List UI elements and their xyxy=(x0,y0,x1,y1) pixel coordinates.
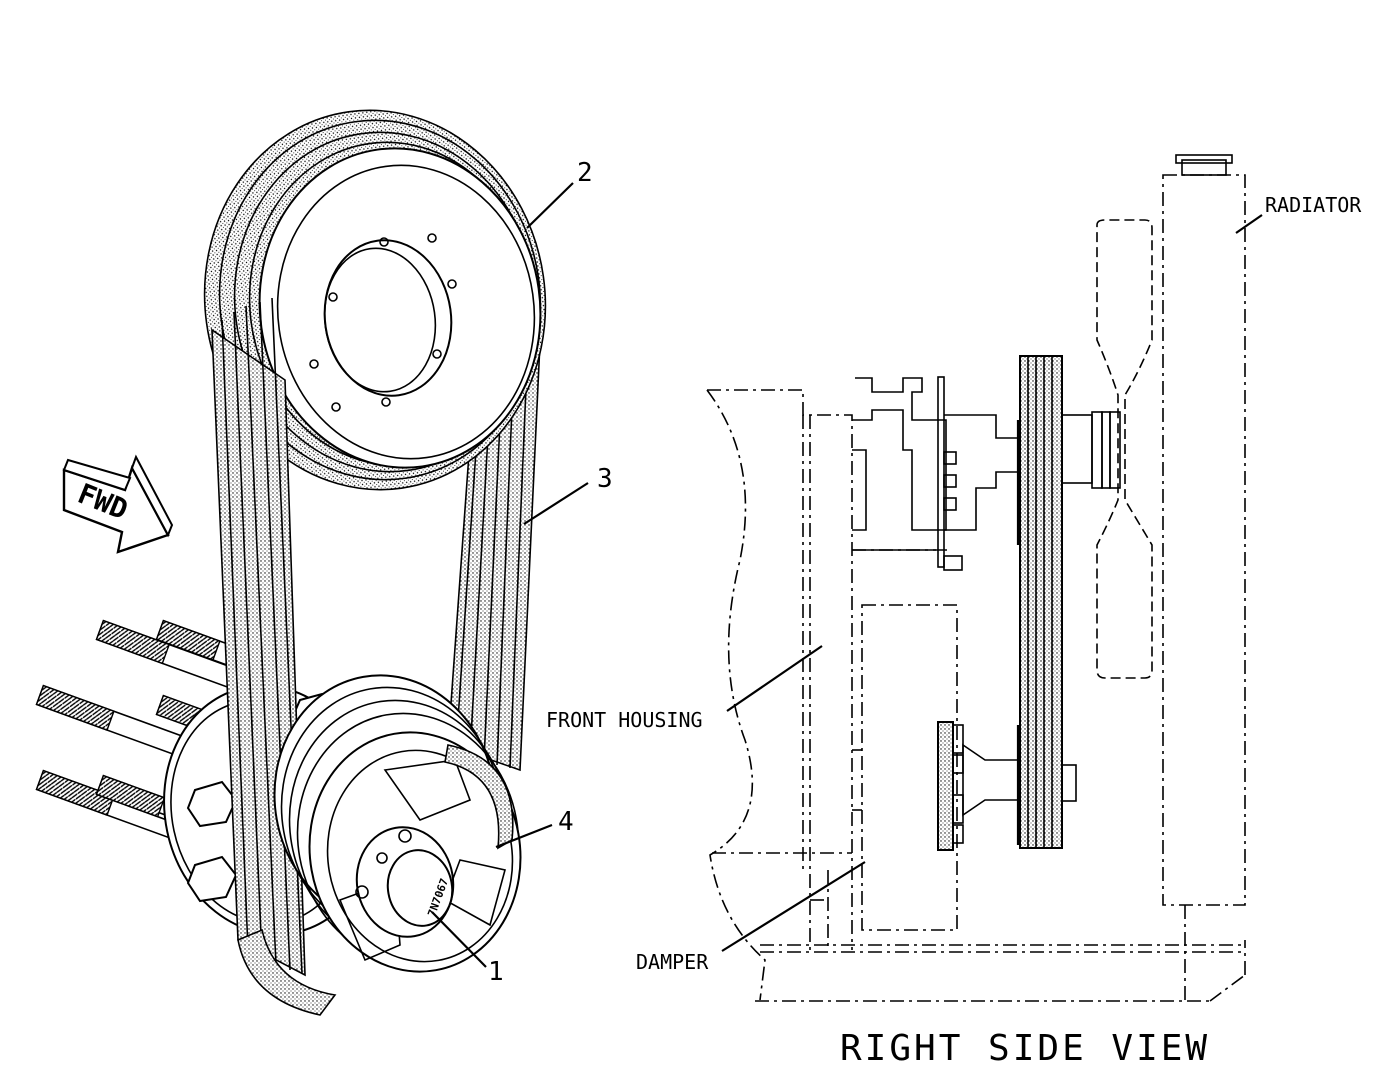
radiator-label: RADIATOR xyxy=(1265,193,1362,217)
mounting-studs xyxy=(35,619,287,863)
pulley-bolt-holes xyxy=(309,233,457,412)
isometric-belt-drive: FWD 7N7067 2 3 4 1 xyxy=(35,109,613,1016)
damper-side xyxy=(852,604,1021,931)
callout-1: 1 xyxy=(488,957,504,987)
damper-leader xyxy=(721,861,866,952)
radiator-leader xyxy=(1235,214,1263,234)
upper-pulley xyxy=(203,109,547,491)
belt-lower-wrap xyxy=(237,744,514,1016)
fan-assembly xyxy=(1091,219,1153,679)
front-housing-leader xyxy=(726,645,823,712)
right-side-view: RADIATOR FRONT HOUSING DAMPER RIGHT SIDE… xyxy=(546,154,1362,1069)
callout-leader-4 xyxy=(495,823,553,849)
damper-label: DAMPER xyxy=(636,950,709,974)
callout-leader-3 xyxy=(523,482,589,525)
callout-4: 4 xyxy=(558,807,574,837)
fwd-arrow: FWD xyxy=(62,454,174,554)
view-title: RIGHT SIDE VIEW xyxy=(840,1028,1210,1069)
callout-leader-1 xyxy=(431,911,487,968)
radiator-outline xyxy=(1162,154,1246,1001)
fan-pulley-side xyxy=(1016,355,1093,849)
callout-2: 2 xyxy=(577,158,593,188)
water-pump-housing xyxy=(852,376,1021,571)
front-housing-label: FRONT HOUSING xyxy=(546,708,703,732)
crank-pulley xyxy=(273,674,522,973)
callout-leader-2 xyxy=(526,182,574,229)
callout-3: 3 xyxy=(597,464,613,494)
